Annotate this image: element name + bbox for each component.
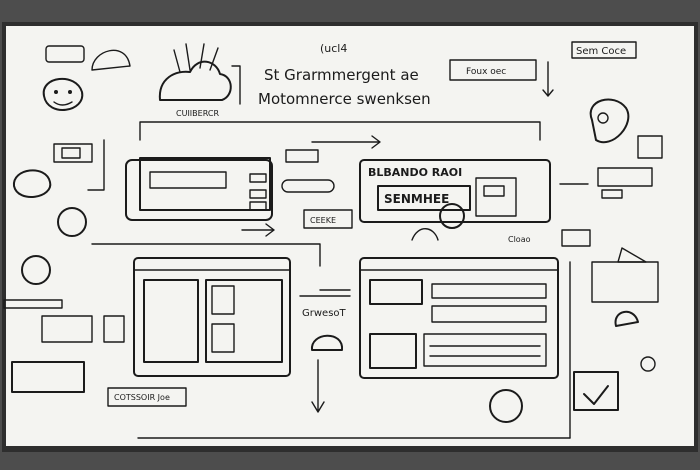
top-scribble: (ucl4 xyxy=(320,42,347,55)
bottom-box xyxy=(107,387,187,407)
center-panel-sketch: BLBANDO RAOI SENMHEE xyxy=(359,159,551,241)
hand-doodle xyxy=(310,334,344,351)
brain-sketch: CUIIBERCR xyxy=(158,43,232,118)
heading-line-1: St Grarmmergent ae xyxy=(264,66,419,84)
pill-shape xyxy=(281,179,335,193)
left-figures xyxy=(3,169,125,343)
center-tag: CEEKE xyxy=(310,216,336,225)
center-tag-box xyxy=(303,209,353,229)
small-box xyxy=(285,149,319,163)
bottom-box-label: COTSSOIR Joe xyxy=(114,393,170,402)
center-panel-banner: SENMHEE xyxy=(384,192,449,206)
top-right-label: Sem Coce xyxy=(576,46,626,57)
top-left-doodles xyxy=(42,45,131,111)
board-surface xyxy=(6,26,694,446)
bottom-right-doodles xyxy=(489,167,659,423)
left-browser-sketch xyxy=(53,143,273,221)
face-doodle xyxy=(439,203,465,229)
heading-line-2: Motomnerce swenksen xyxy=(258,90,431,108)
bottom-left-card xyxy=(11,361,85,393)
bottom-right-wireframe xyxy=(359,257,559,379)
top-right-doodles: Sem Coce Foux oec xyxy=(449,41,663,159)
middle-caption: GrwesoT xyxy=(302,308,347,319)
top-right-sub: Foux oec xyxy=(466,67,506,77)
center-panel-title: BLBANDO RAOI xyxy=(368,166,462,179)
right-small-box xyxy=(561,229,591,247)
brain-caption: CUIIBERCR xyxy=(176,109,219,118)
right-small-label: Cloao xyxy=(508,235,531,244)
smiley-face xyxy=(42,77,84,111)
connector-lines xyxy=(87,121,589,439)
character-doodle xyxy=(589,98,630,144)
heading-bracket xyxy=(231,65,241,105)
bottom-left-wireframe xyxy=(133,257,291,377)
